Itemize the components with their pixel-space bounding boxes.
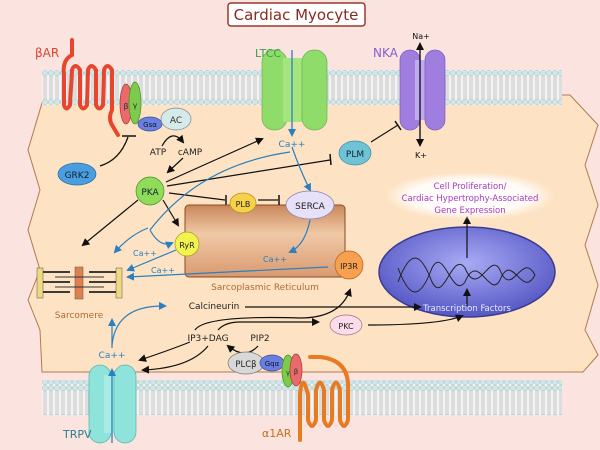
serca-label: SERCA <box>295 202 325 212</box>
gq-beta-label: β <box>294 368 298 376</box>
gq-alpha-label: Gqα <box>265 360 280 368</box>
nka-label: NKA <box>373 46 399 60</box>
pka-ryr-arrow <box>162 199 180 227</box>
pka-plm-bar <box>329 153 332 166</box>
beta-ar-receptor <box>61 38 120 137</box>
gs-alpha-label: Gsα <box>143 121 157 129</box>
ryr <box>174 231 200 257</box>
plc-beta-label: PLCβ <box>235 360 256 370</box>
ltcc-ryr-ca-path <box>149 151 291 231</box>
serca-sr-ca-arrow <box>288 219 311 254</box>
ac-label: AC <box>170 116 182 126</box>
gq-gamma-label: γ <box>286 369 290 377</box>
plb <box>229 192 257 214</box>
dna-strand-1 <box>397 257 536 289</box>
sr-label: Sarcoplasmic Reticulum <box>211 283 319 293</box>
plm <box>338 140 372 166</box>
pka-plb-inhibit-line <box>168 192 226 201</box>
pka-sarcomere-arrow <box>81 199 139 247</box>
sr-ca-label: Ca++ <box>263 255 287 264</box>
camp-pka-arrow <box>166 157 184 174</box>
atp-camp-arrow <box>161 134 185 147</box>
ip3dag-trpv-arrow-1 <box>138 341 191 362</box>
dag-pkc-arrow <box>217 318 320 331</box>
camp-label: cAMP <box>178 148 203 158</box>
na-label: Na+ <box>412 32 430 41</box>
dna-strand-2 <box>397 261 536 293</box>
plb-label: PLB <box>236 200 251 209</box>
ip3-dag-label: IP3+DAG <box>187 334 228 344</box>
grk2-label: GRK2 <box>65 171 90 181</box>
pkc <box>329 314 363 336</box>
ip3r <box>334 250 364 280</box>
plm-label: PLM <box>346 150 364 160</box>
ltcc-right <box>301 49 328 131</box>
outcome-line-2: Cardiac Hypertrophy-Associated <box>402 194 539 204</box>
ip3r-label: IP3R <box>340 262 358 271</box>
adenylyl-cyclase <box>160 107 192 131</box>
ryr-sarcomere-arrow <box>126 249 177 272</box>
ip3r-sarcomere-arrow <box>126 266 329 281</box>
trpv-right <box>113 364 137 444</box>
sarcomere <box>36 266 123 300</box>
pkc-label: PKC <box>338 322 354 331</box>
calcineurin-label: Calcineurin <box>189 302 240 312</box>
ca-ryr-arrow <box>149 229 174 249</box>
outcome-line-1: Cell Proliferation/ <box>434 182 507 192</box>
outcome-line-3: Gene Expression <box>434 206 505 216</box>
pka-ltcc-arrow <box>165 137 264 183</box>
ip3r-ca-label: Ca++ <box>151 266 175 275</box>
gs-alpha <box>137 116 163 132</box>
pkc-tf-arrow <box>367 314 464 326</box>
alpha1-ar-label: α1AR <box>262 427 292 440</box>
g-gamma-label: γ <box>133 101 138 110</box>
gq-beta-subunit <box>289 353 303 387</box>
trpv-ca-label: Ca++ <box>99 351 126 361</box>
ip3dag-trpv-arrow-2 <box>141 345 209 374</box>
trpv-label: TRPV <box>62 428 92 441</box>
page-title: Cardiac Myocyte <box>234 6 359 24</box>
g-beta-label: β <box>123 102 128 111</box>
ryr-ca-label: Ca++ <box>133 249 157 258</box>
transcription-factors-label: Transcription Factors <box>422 304 511 314</box>
grk2 <box>57 162 97 186</box>
title-box <box>227 2 366 27</box>
outcome-glow <box>385 172 555 220</box>
plm-nka-bar <box>394 120 402 131</box>
beta-ar-label: βAR <box>35 46 59 60</box>
pka-label: PKA <box>141 188 159 198</box>
g-gamma-subunit <box>128 81 142 125</box>
k-label: K+ <box>415 151 427 160</box>
atp-label: ATP <box>150 148 167 158</box>
trpv-ca-calcineurin-arrow <box>111 301 167 346</box>
alpha1-ar-receptor <box>298 355 351 442</box>
sarcomere-label: Sarcomere <box>55 311 104 321</box>
ca-serca-arrow <box>291 146 311 192</box>
pka-plm-inhibit-line <box>166 159 331 187</box>
nka-right <box>424 49 446 131</box>
pip2-label: PIP2 <box>250 334 269 344</box>
ip3-ip3r-arrow <box>194 288 352 331</box>
ryr-label: RyR <box>179 241 195 250</box>
ltcc-label: LTCC <box>255 47 281 60</box>
plm-nka-inhibit-line <box>370 124 399 143</box>
grk2-inhibit-line <box>99 136 129 167</box>
pka <box>135 176 165 206</box>
ca-sarcomere-arrow-top <box>113 227 149 254</box>
ltcc-ca-label: Ca++ <box>279 140 306 150</box>
